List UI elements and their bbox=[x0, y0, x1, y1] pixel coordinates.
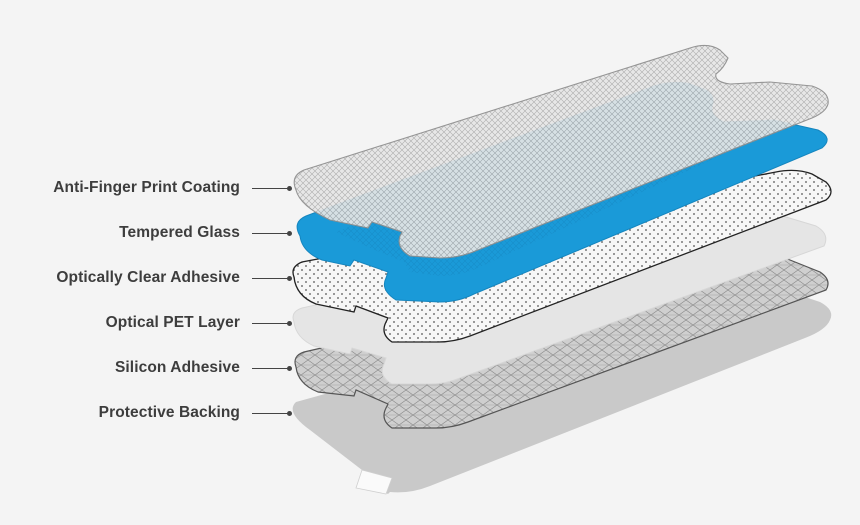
label-optical-pet-layer: Optical PET Layer bbox=[0, 313, 292, 333]
label-optically-clear-adhesive: Optically Clear Adhesive bbox=[0, 268, 292, 288]
leader-line bbox=[252, 230, 292, 236]
leader-line bbox=[252, 320, 292, 326]
label-silicon-adhesive: Silicon Adhesive bbox=[0, 358, 292, 378]
label-tempered-glass: Tempered Glass bbox=[0, 223, 292, 243]
label-text: Optically Clear Adhesive bbox=[56, 269, 240, 286]
label-text: Protective Backing bbox=[98, 404, 240, 421]
anti-finger-print-coating-layer bbox=[293, 44, 829, 259]
label-text: Anti-Finger Print Coating bbox=[53, 179, 240, 196]
label-text: Tempered Glass bbox=[119, 224, 240, 241]
label-text: Optical PET Layer bbox=[105, 314, 240, 331]
leader-line bbox=[252, 365, 292, 371]
label-anti-finger-print-coating: Anti-Finger Print Coating bbox=[0, 178, 292, 198]
label-protective-backing: Protective Backing bbox=[0, 403, 292, 423]
leader-line bbox=[252, 410, 292, 416]
leader-line bbox=[252, 185, 292, 191]
leader-line bbox=[252, 275, 292, 281]
label-text: Silicon Adhesive bbox=[114, 359, 240, 376]
